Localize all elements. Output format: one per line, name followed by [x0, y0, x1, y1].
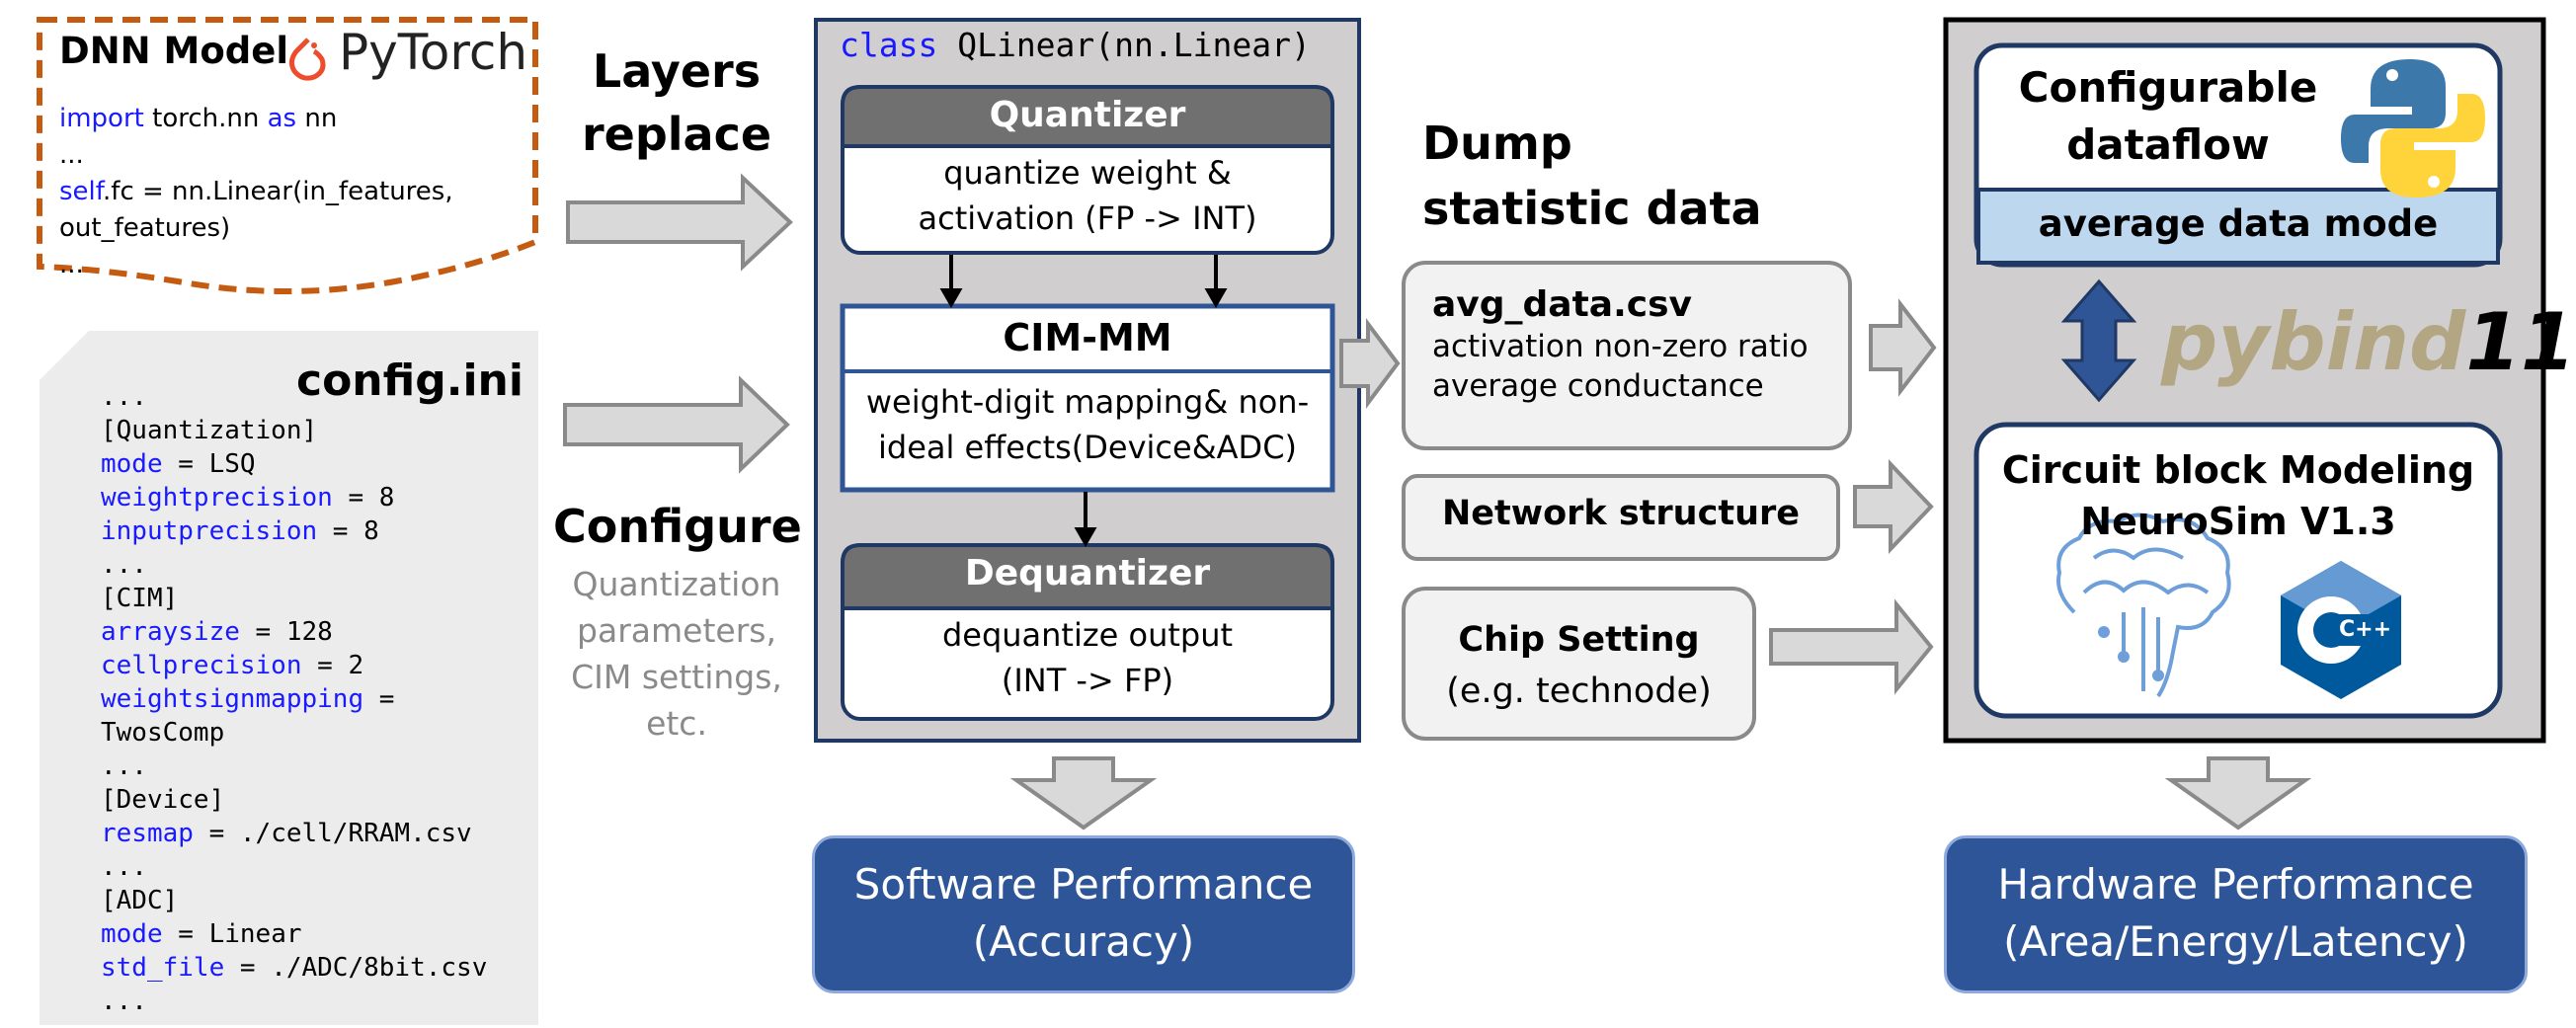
dequantizer-title: Dequantizer [964, 553, 1211, 593]
network-structure-box: Network structure [1442, 494, 1800, 533]
layers-replace-label: Layers replace [581, 44, 772, 161]
code-line-ellipsis: ... [59, 140, 84, 170]
python-logo-icon [2341, 59, 2485, 198]
dequantizer-body: dequantize output (INT -> FP) [941, 616, 1234, 699]
cpp-logo-icon [2281, 561, 2401, 699]
dnn-model-title: DNN Model [59, 30, 289, 72]
config-line: [ADC] [101, 886, 179, 915]
configurable-dataflow-label: Configurable dataflow [2018, 63, 2318, 169]
config-line: inputprecision = 8 [101, 516, 379, 546]
config-line: ... [101, 550, 147, 580]
pytorch-logo-text: PyTorch [339, 24, 528, 81]
pytorch-box-outline [37, 17, 538, 294]
average-data-mode-label: average data mode [2038, 202, 2439, 245]
config-line: mode = Linear [101, 919, 302, 949]
cimmm-title: CIM-MM [1003, 316, 1172, 359]
config-box-bg [40, 331, 538, 1025]
config-title: config.ini [296, 356, 523, 406]
code-line-self: self.fc = nn.Linear(in_features, [59, 177, 453, 206]
configure-details: Quantization parameters, CIM settings, e… [571, 565, 782, 743]
pytorch-flame-icon [288, 38, 326, 81]
config-line: weightprecision = 8 [101, 483, 395, 513]
hardware-performance-box: Hardware Performance (Area/Energy/Latenc… [1944, 835, 2528, 993]
quantizer-title: Quantizer [989, 95, 1186, 135]
config-line: std_file = ./ADC/8bit.csv [101, 953, 488, 983]
cpp-logo-label: C++ [2339, 617, 2392, 642]
cimmm-box [840, 303, 1335, 493]
config-line: resmap = ./cell/RRAM.csv [101, 819, 472, 848]
dump-statistic-label: Dump statistic data [1422, 117, 1762, 235]
config-line: ... [101, 987, 147, 1016]
config-line: ... [101, 382, 147, 412]
configure-label: Configure [553, 500, 802, 553]
code-line-import: import torch.nn as nn [59, 104, 338, 133]
config-line: arraysize = 128 [101, 617, 333, 647]
code-line-ellipsis-2: ... [59, 250, 84, 279]
cimmm-body: weight-digit mapping& non- ideal effects… [865, 383, 1310, 466]
double-arrow [2060, 278, 2137, 403]
quantizer-body: quantize weight & activation (FP -> INT) [918, 154, 1257, 237]
pybind11-logo: pybind11 [2161, 296, 2576, 388]
config-line: cellprecision = 2 [101, 651, 364, 680]
chip-setting-box: Chip Setting (e.g. technode) [1446, 620, 1712, 711]
code-line-out: out_features) [59, 213, 231, 243]
config-line: ... [101, 751, 147, 781]
avg-data-box: avg_data.csv activation non-zero ratio a… [1432, 284, 1809, 404]
config-line: ... [101, 852, 147, 882]
software-performance-box: Software Performance (Accuracy) [812, 835, 1355, 993]
brain-icon [2056, 513, 2231, 698]
big-arrows [563, 173, 2312, 830]
config-line: [CIM] [101, 584, 179, 613]
config-line: weightsignmapping = [101, 684, 395, 714]
inner-arrows [939, 255, 1228, 548]
config-line: TwosComp [101, 718, 225, 748]
config-line: [Device] [101, 785, 225, 815]
config-line: mode = LSQ [101, 449, 256, 479]
qlinear-class-title: class QLinear(nn.Linear) [840, 26, 1311, 64]
circuit-block-label: Circuit block Modeling NeuroSim V1.3 [2001, 448, 2475, 543]
config-line: [Quantization] [101, 416, 318, 445]
